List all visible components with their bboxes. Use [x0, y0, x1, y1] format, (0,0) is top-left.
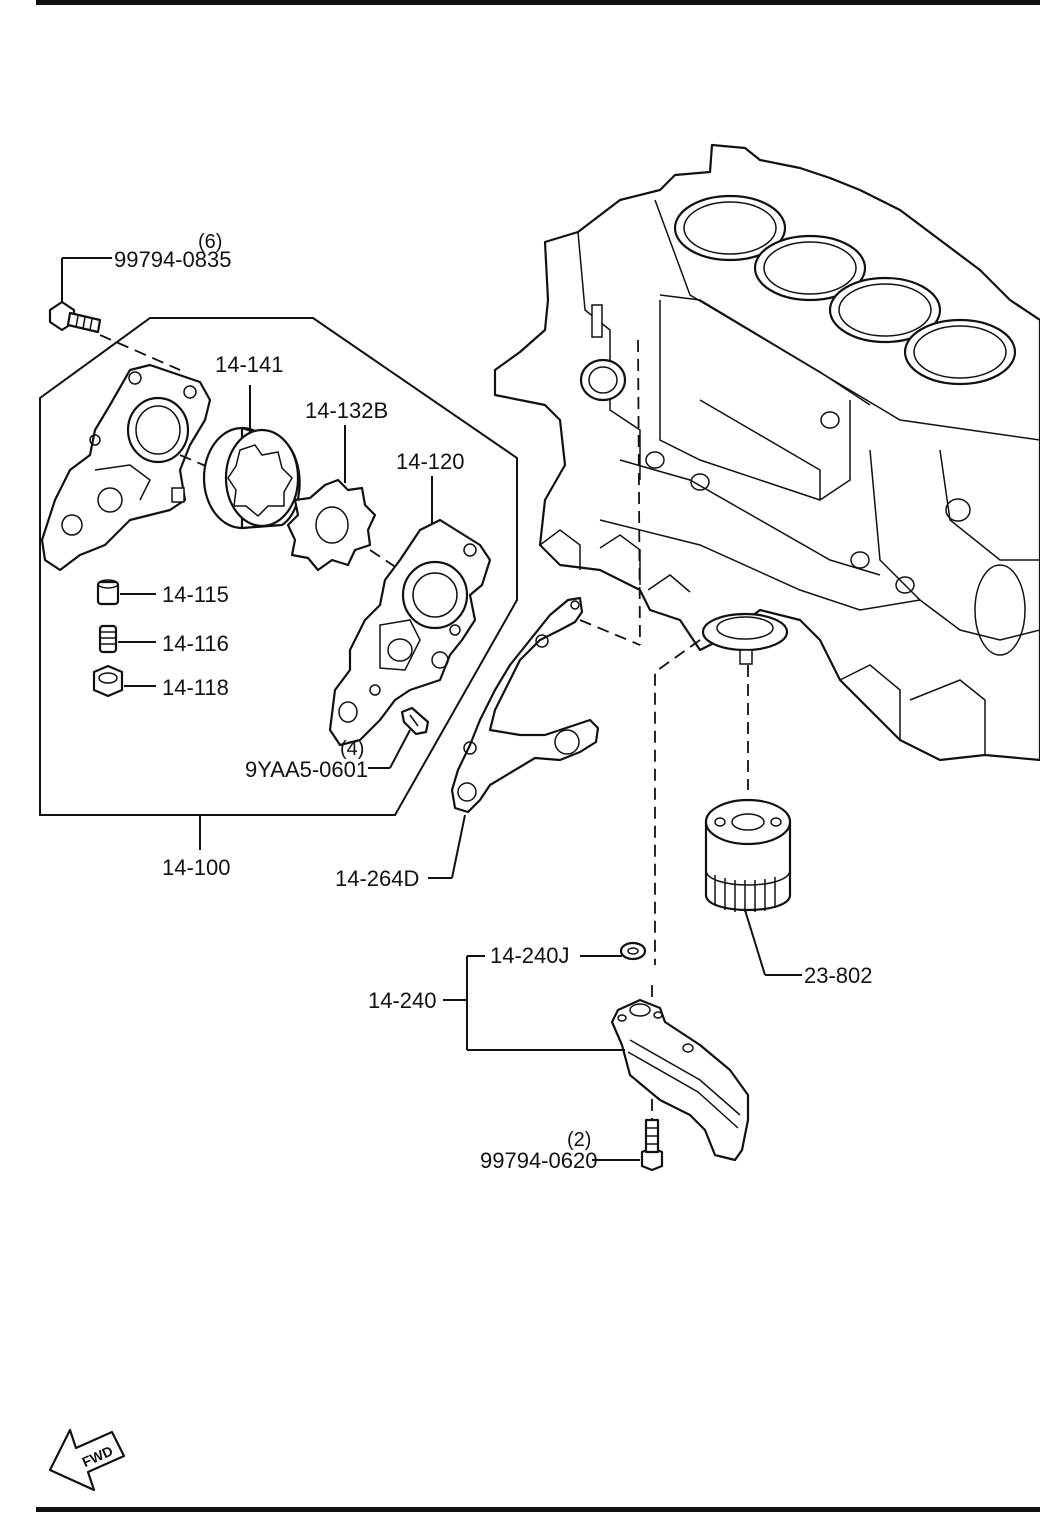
spring-14-116 [98, 624, 156, 654]
gasket-14-264D [428, 596, 600, 879]
screw-9YAA5-0601 [368, 706, 430, 769]
pump-cover-label: 14-120 [396, 449, 465, 474]
rotor-inner-label: 14-132B [305, 398, 388, 423]
strainer-14-240 [610, 998, 750, 1162]
screw-part-number: 9YAA5-0601 [245, 757, 368, 782]
plug-label: 14-118 [162, 675, 229, 700]
fwd-arrow-icon: FWD [48, 1428, 126, 1492]
plug-14-118 [92, 664, 156, 698]
page-borders [36, 0, 1040, 1512]
bolt-bottom-part-number: 99794-0620 [480, 1148, 597, 1173]
pump-body [40, 363, 212, 572]
bolt-top-part-number: 99794-0835 [114, 247, 231, 272]
strainer-label: 14-240 [368, 988, 437, 1013]
bolt-top-qty: (6) [198, 231, 222, 253]
strainer-gasket-label: 14-240J [490, 943, 570, 968]
pump-assembly-frame [39, 317, 518, 816]
strainer-bracket [443, 955, 625, 1051]
screw-qty: (4) [340, 738, 364, 760]
gasket-label: 14-264D [335, 866, 419, 891]
pump-housing-label: 14-141 [215, 352, 284, 377]
bolt-99794-0620 [592, 1118, 664, 1172]
bolt-bottom-qty: (2) [567, 1129, 591, 1151]
pump-assembly-label: 14-100 [162, 855, 231, 880]
spring-label: 14-116 [162, 631, 229, 656]
strainer-gasket-14-240J [580, 941, 647, 961]
engine-block [493, 143, 1040, 762]
oil-filter-23-802 [704, 798, 802, 976]
inner-rotor-14-132B [286, 478, 377, 572]
plunger-label: 14-115 [162, 582, 229, 607]
pump-cover-14-120 [328, 518, 492, 747]
outer-rotor-14-141 [202, 426, 301, 530]
oil-filter-label: 23-802 [804, 963, 873, 988]
plunger-14-115 [96, 579, 156, 606]
bolt-99794-0835 [48, 257, 112, 334]
